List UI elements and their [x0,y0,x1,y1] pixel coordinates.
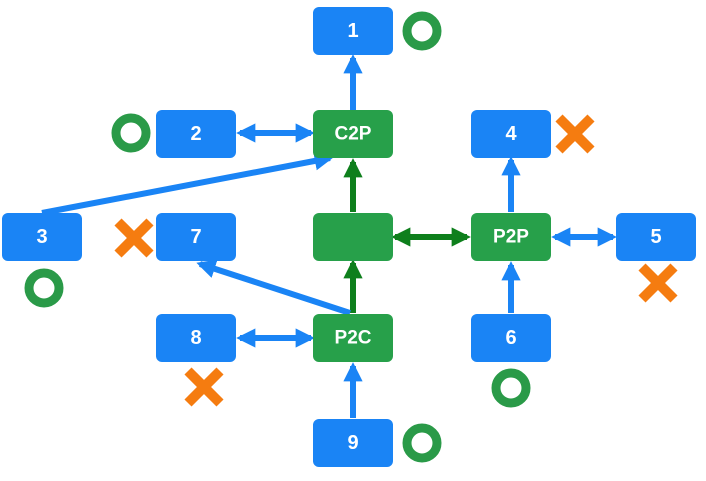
node-8[interactable]: 8 [156,314,236,362]
node-9-label: 9 [347,432,358,454]
node-1[interactable]: 1 [313,7,393,55]
node-1-box [313,7,393,55]
cross-icon [638,263,678,303]
circle-icon [402,11,442,51]
node-4[interactable]: 4 [471,110,551,158]
node-2[interactable]: 2 [156,110,236,158]
node-p2c[interactable]: P2C [313,314,393,362]
circle-icon [491,368,531,408]
cross-icon [555,114,595,154]
cross-icon [184,367,224,407]
node-3-label: 3 [36,226,47,248]
circle-icon [24,268,64,308]
node-7-label: 7 [190,226,201,248]
edge-p2c-to-7 [196,259,351,316]
node-2-label: 2 [190,123,201,145]
node-3[interactable]: 3 [2,213,82,261]
node-6[interactable]: 6 [471,314,551,362]
node-5-label: 5 [650,226,661,248]
node-8-box [156,314,236,362]
circle-icon [111,113,151,153]
node-c2p-box [313,110,393,158]
node-c2p[interactable]: C2P [313,110,393,158]
node-1-label: 1 [347,20,358,42]
node-8-label: 8 [190,327,201,349]
node-center[interactable] [313,213,393,261]
node-7-box [156,213,236,261]
node-6-box [471,314,551,362]
circle-icon [402,423,442,463]
node-6-label: 6 [505,327,516,349]
node-2-box [156,110,236,158]
node-4-box [471,110,551,158]
node-c2p-label: C2P [335,124,372,145]
edges [41,54,617,418]
node-7[interactable]: 7 [156,213,236,261]
node-p2c-label: P2C [335,328,372,349]
node-p2c-box [313,314,393,362]
node-3-box [2,213,82,261]
node-4-label: 4 [505,123,517,145]
status-marks [24,11,678,463]
node-p2p-label: P2P [493,227,529,248]
node-center-box [313,213,393,261]
cross-icon [114,218,154,258]
node-p2p-box [471,213,551,261]
node-p2p[interactable]: P2P [471,213,551,261]
node-9-box [313,419,393,467]
edge-3-to-c2p [41,151,334,216]
node-5-box [616,213,696,261]
node-9[interactable]: 9 [313,419,393,467]
node-5[interactable]: 5 [616,213,696,261]
